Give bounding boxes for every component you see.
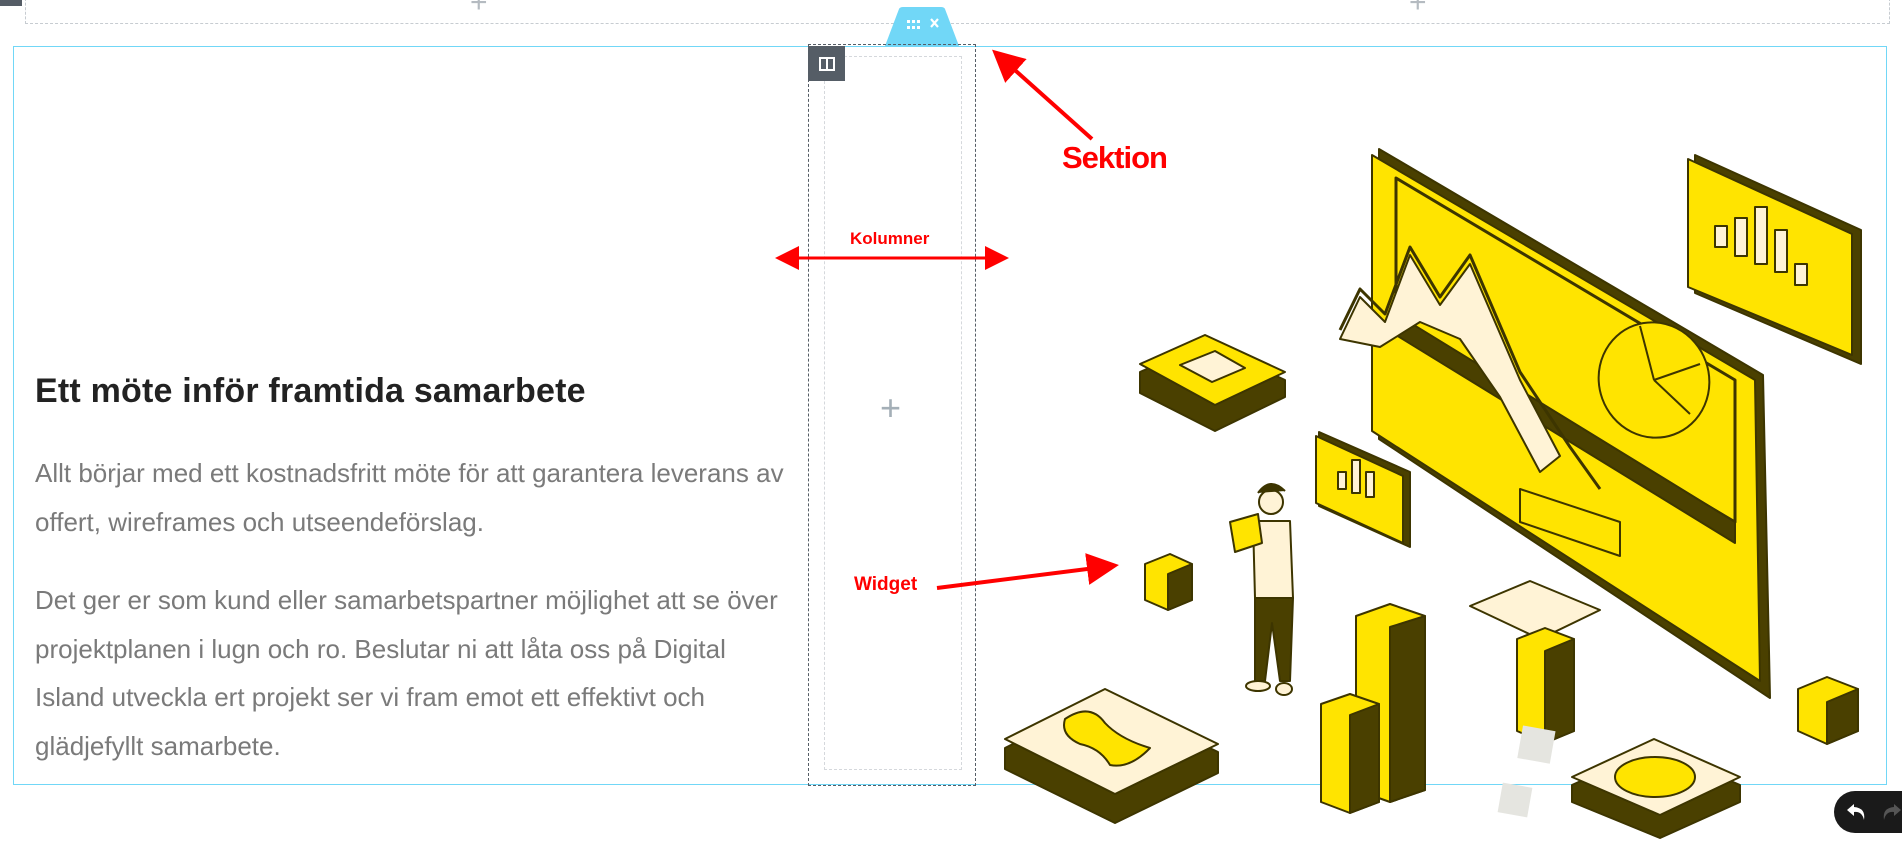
section-outline[interactable] — [13, 46, 1887, 785]
empty-column-widget-area[interactable] — [824, 56, 962, 770]
widget-arrow — [936, 553, 1119, 590]
add-column-plus-icon[interactable]: + — [470, 0, 488, 19]
small-chart-panel-illustration — [1315, 431, 1411, 548]
short-bar-column-illustration — [1320, 693, 1380, 814]
editor-corner-tab — [0, 0, 22, 6]
column-icon — [818, 56, 835, 71]
user-profile-tile-illustration — [1004, 688, 1219, 824]
section-heading: Ett möte inför framtida samarbete — [35, 372, 586, 410]
cube-illustration — [1144, 553, 1193, 611]
bar-chart-panel-illustration — [1687, 154, 1862, 365]
details-paragraph: Det ger er som kund eller samarbetspartn… — [35, 585, 778, 761]
monitor-illustration — [1338, 148, 1771, 699]
close-icon[interactable] — [930, 18, 939, 28]
widget-annotation-label: Widget — [854, 574, 918, 595]
add-column-plus-icon[interactable]: + — [1409, 0, 1427, 19]
section-annotation-label: Sektion — [1062, 140, 1168, 175]
undo-icon[interactable] — [1846, 802, 1868, 822]
column-handle[interactable] — [808, 46, 845, 81]
pie-chart-tile-illustration — [1571, 738, 1741, 839]
person-illustration — [1229, 483, 1294, 696]
intro-paragraph: Allt börjar med ett kostnadsfritt möte f… — [35, 458, 784, 537]
undo-redo-toolbar — [1834, 791, 1902, 833]
column-outline[interactable] — [808, 44, 976, 786]
envelope-tile-illustration — [1139, 334, 1286, 432]
redo-icon[interactable] — [1880, 802, 1902, 822]
decorative-squares — [1497, 725, 1556, 818]
empty-section-above[interactable] — [25, 0, 1890, 24]
cube-illustration — [1797, 676, 1859, 745]
section-handle[interactable] — [885, 7, 959, 46]
columns-annotation-label: Kolumner — [850, 229, 930, 248]
drag-handle-icon[interactable] — [907, 20, 920, 29]
section-arrow — [992, 49, 1094, 141]
monitor-stand-illustration — [1469, 580, 1601, 744]
add-widget-plus-icon[interactable]: + — [880, 387, 902, 428]
